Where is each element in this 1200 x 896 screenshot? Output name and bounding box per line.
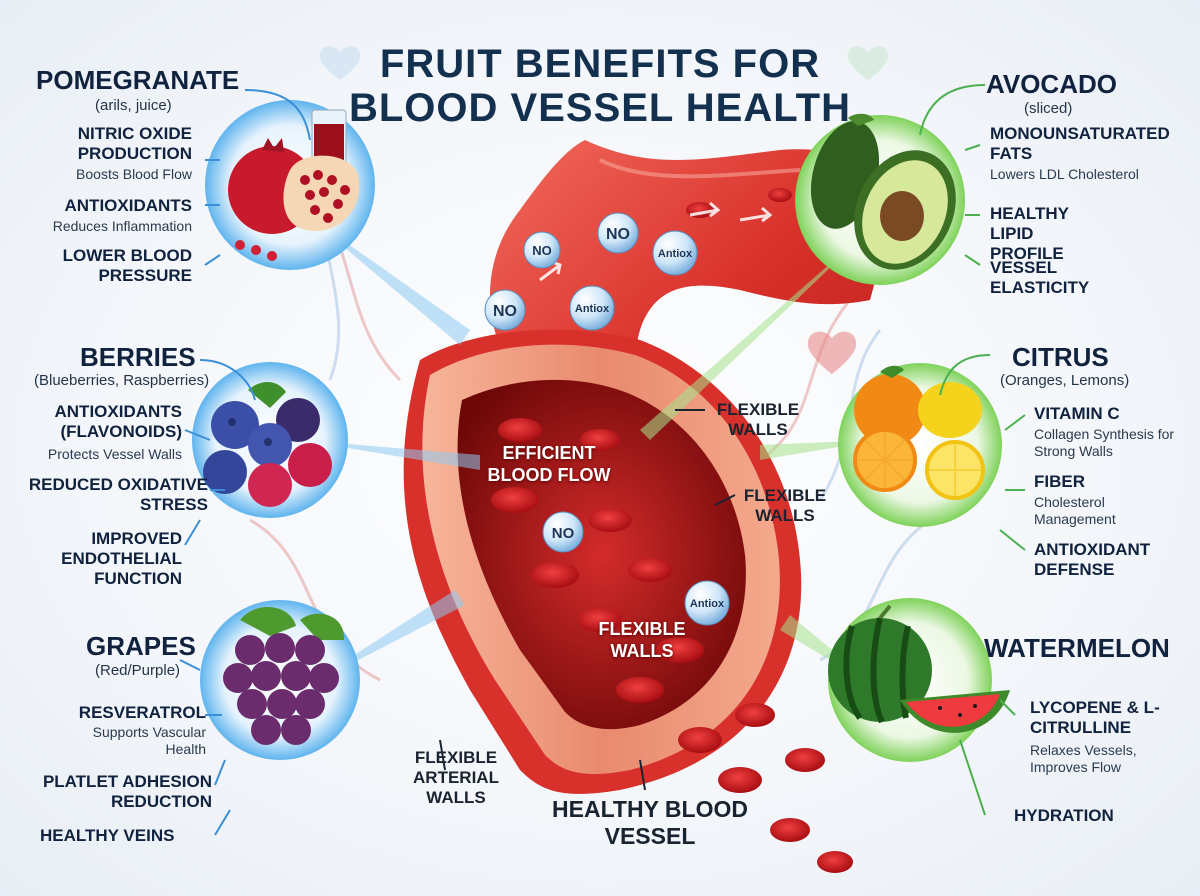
pointer-arrows-right bbox=[919, 84, 1026, 816]
red-blood-cells bbox=[491, 188, 853, 873]
flexible-arterial-walls-label: FLEXIBLE ARTERIAL WALLS bbox=[413, 748, 499, 807]
red-blood-cell bbox=[785, 748, 825, 772]
red-blood-cell bbox=[531, 562, 579, 588]
berries-benefit-title: IMPROVED ENDOTHELIAL FUNCTION bbox=[61, 529, 182, 588]
red-blood-cell bbox=[498, 418, 542, 442]
pomegranate-image bbox=[228, 109, 360, 261]
watermelon-benefit-title: LYCOPENE & L-CITRULLINE bbox=[1030, 698, 1160, 737]
flexible-walls-label: FLEXIBLE WALLS bbox=[743, 486, 827, 525]
citrus-image bbox=[853, 365, 985, 500]
red-blood-cell bbox=[578, 608, 622, 632]
efficient-flow-label: EFFICIENT BLOOD FLOW bbox=[487, 443, 611, 485]
pomegranate-benefit-desc: Reduces Inflammation bbox=[52, 218, 192, 234]
svg-text:Antiox: Antiox bbox=[575, 303, 610, 315]
grapes-benefit-title: PLATLET ADHESION REDUCTION bbox=[42, 772, 212, 811]
berries-benefit-title: ANTIOXIDANTS (FLAVONOIDS) bbox=[54, 402, 183, 441]
pomegranate-title: POMEGRANATE bbox=[36, 65, 240, 95]
avocado-subtitle: (sliced) bbox=[1024, 100, 1073, 117]
no-molecule: NO bbox=[523, 231, 561, 269]
heart-icon bbox=[319, 46, 361, 80]
svg-text:NO: NO bbox=[493, 303, 517, 320]
svg-text:NO: NO bbox=[552, 525, 575, 542]
watermelon-benefit-title: HYDRATION bbox=[1014, 806, 1114, 825]
red-blood-cell bbox=[817, 851, 853, 873]
red-blood-cell bbox=[588, 508, 632, 532]
berries-benefit-title: REDUCED OXIDATIVE STRESS bbox=[28, 475, 208, 514]
red-blood-cell bbox=[580, 429, 620, 451]
avocado-benefit-desc: Lowers LDL Cholesterol bbox=[990, 166, 1139, 182]
heart-icon bbox=[807, 331, 857, 374]
grapes-benefit-title: RESVERATROL bbox=[78, 703, 206, 722]
no-molecule: NO bbox=[484, 289, 526, 331]
berries-title: BERRIES bbox=[80, 342, 196, 372]
heart-icon bbox=[847, 46, 889, 80]
red-blood-cell bbox=[628, 558, 672, 582]
grapes-image bbox=[223, 607, 345, 745]
citrus-subtitle: (Oranges, Lemons) bbox=[1000, 372, 1130, 389]
pomegranate-benefit-title: LOWER BLOOD PRESSURE bbox=[62, 246, 192, 285]
citrus-benefit-title: FIBER bbox=[1034, 472, 1085, 491]
healthy-blood-vessel-label: HEALTHY BLOOD VESSEL bbox=[552, 796, 748, 849]
avocado-image bbox=[810, 113, 956, 270]
pomegranate-subtitle: (arils, juice) bbox=[95, 97, 172, 114]
citrus-benefit-title: VITAMIN C bbox=[1034, 404, 1120, 423]
grapes-benefit-title: HEALTHY VEINS bbox=[40, 826, 175, 845]
svg-text:Antiox: Antiox bbox=[690, 598, 725, 610]
citrus-benefit-desc: Cholesterol Management bbox=[1034, 494, 1116, 527]
watermelon-benefit-desc: Relaxes Vessels, Improves Flow bbox=[1030, 742, 1137, 775]
red-blood-cell bbox=[768, 188, 792, 202]
red-blood-cell bbox=[491, 487, 539, 513]
grapes-subtitle: (Red/Purple) bbox=[95, 662, 181, 679]
pomegranate-benefit-title: ANTIOXIDANTS bbox=[64, 196, 193, 215]
red-blood-cell bbox=[770, 818, 810, 842]
no-molecule: NO bbox=[597, 212, 639, 254]
grapes-benefit-desc: Supports Vascular Health bbox=[92, 724, 206, 757]
watermelon-image bbox=[828, 604, 1010, 733]
berries-subtitle: (Blueberries, Raspberries) bbox=[34, 372, 210, 389]
red-blood-cell bbox=[656, 637, 704, 663]
red-blood-cell bbox=[718, 767, 762, 793]
citrus-benefit-desc: Collagen Synthesis for Strong Walls bbox=[1034, 426, 1175, 459]
pointer-arrows-left bbox=[179, 89, 311, 836]
svg-text:NO: NO bbox=[606, 226, 630, 243]
pomegranate-benefit-desc: Boosts Blood Flow bbox=[76, 166, 192, 182]
flexible-walls-inner-label: FLEXIBLE WALLS bbox=[598, 619, 686, 661]
flexible-walls-label: FLEXIBLE WALLS bbox=[716, 400, 800, 439]
artery bbox=[403, 140, 900, 794]
page-title: FRUIT BENEFITS FOR BLOOD VESSEL HEALTH bbox=[348, 42, 851, 130]
avocado-benefit-title: HEALTHY LIPID PROFILE bbox=[990, 204, 1069, 263]
citrus-benefit-title: ANTIOXIDANT DEFENSE bbox=[1034, 540, 1151, 579]
antiox-molecule: Antiox bbox=[652, 230, 698, 276]
svg-text:Antiox: Antiox bbox=[658, 248, 693, 260]
berries-benefit-desc: Protects Vessel Walls bbox=[47, 446, 182, 462]
avocado-benefit-title: MONOUNSATURATED FATS bbox=[990, 124, 1170, 163]
red-blood-cell bbox=[616, 677, 664, 703]
red-blood-cell bbox=[735, 703, 775, 727]
antiox-molecule: Antiox bbox=[684, 580, 730, 626]
vessel-callout-lines bbox=[439, 409, 736, 791]
svg-text:NO: NO bbox=[532, 243, 552, 258]
antiox-molecule: Antiox bbox=[569, 285, 615, 331]
citrus-title: CITRUS bbox=[1012, 342, 1109, 372]
grapes-title: GRAPES bbox=[86, 631, 196, 661]
watermelon-title: WATERMELON bbox=[984, 633, 1170, 663]
avocado-title: AVOCADO bbox=[986, 69, 1117, 99]
avocado-benefit-title: VESSEL ELASTICITY bbox=[990, 258, 1090, 297]
berries-image bbox=[203, 381, 332, 507]
pomegranate-benefit-title: NITRIC OXIDE PRODUCTION bbox=[77, 124, 192, 163]
no-molecule: NO bbox=[542, 511, 584, 553]
red-blood-cell bbox=[678, 727, 722, 753]
